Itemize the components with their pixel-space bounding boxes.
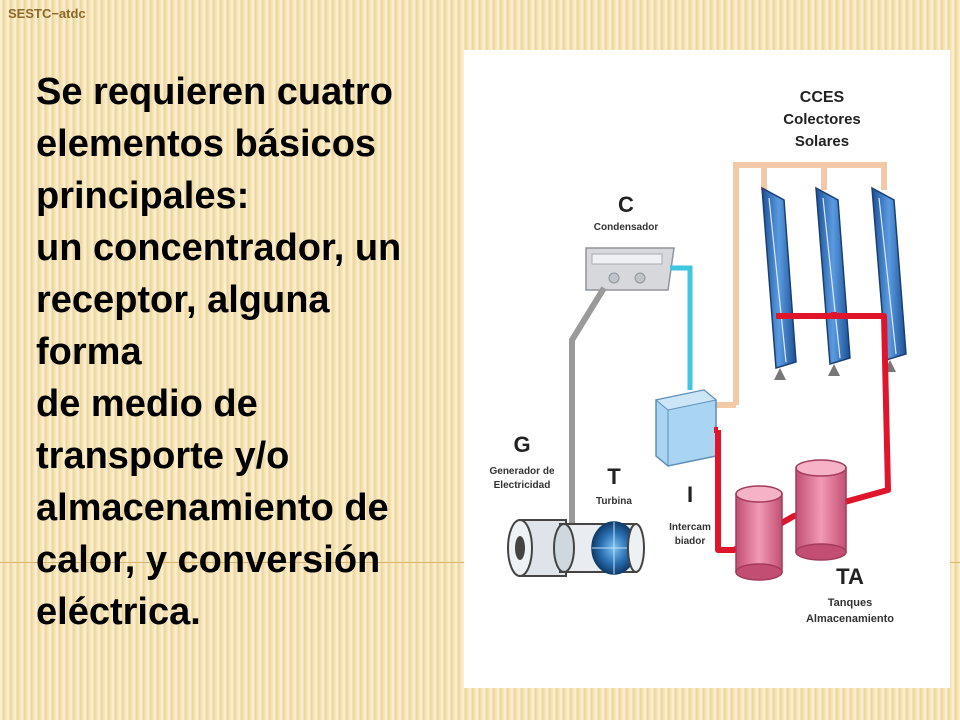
generator-line1: Generador de [489,466,554,477]
condenser-unit [585,247,675,291]
cces-title: CCES [800,89,845,106]
tanks-line1: Tanques [828,597,872,609]
condenser-pipe [670,265,693,390]
heat-exchanger [654,389,718,467]
exchanger-line1: Intercam [669,522,711,533]
storage-tank-1 [735,485,783,581]
body-line: transporte y/o [36,435,290,477]
body-line: Se requieren cuatro [36,71,393,113]
turbine-unit [553,521,645,575]
turbine-name: Turbina [596,496,632,507]
body-line: principales: [36,175,250,217]
tanks-letter: TA [836,564,864,589]
storage-tank-2 [795,459,847,561]
condenser-letter: C [618,192,634,217]
cces-line1: Colectores [783,111,861,128]
solar-plant-diagram: CCES Colectores Solares C Condensad [464,50,950,688]
body-line: elementos básicos [36,123,377,165]
cces-line2: Solares [795,133,849,150]
hot-pipe [714,312,891,553]
diagram-svg: CCES Colectores Solares C Condensad [489,89,907,625]
turbine-letter: T [607,464,621,489]
slide-label: SESTC−atdc [8,6,86,21]
cold-pipe [714,162,887,408]
body-line: calor, y conversión [36,539,381,581]
generator-line2: Electricidad [494,480,551,491]
body-line: almacenamiento de [36,487,389,529]
condenser-name: Condensador [594,222,659,233]
generator-letter: G [513,432,530,457]
steam-pipe [569,286,607,530]
body-text: Se requieren cuatro elementos básicos pr… [36,66,466,638]
exchanger-line2: biador [675,536,706,547]
body-line: un concentrador, un [36,227,402,269]
exchanger-letter: I [687,482,693,507]
solar-collector-3 [871,186,907,372]
solar-collector-1 [761,186,797,380]
body-line: eléctrica. [36,591,201,633]
body-line: de medio de [36,383,258,425]
body-line: forma [36,331,142,373]
solar-collector-2 [815,186,851,376]
tanks-line2: Almacenamiento [806,613,894,625]
body-line: receptor, alguna [36,279,330,321]
